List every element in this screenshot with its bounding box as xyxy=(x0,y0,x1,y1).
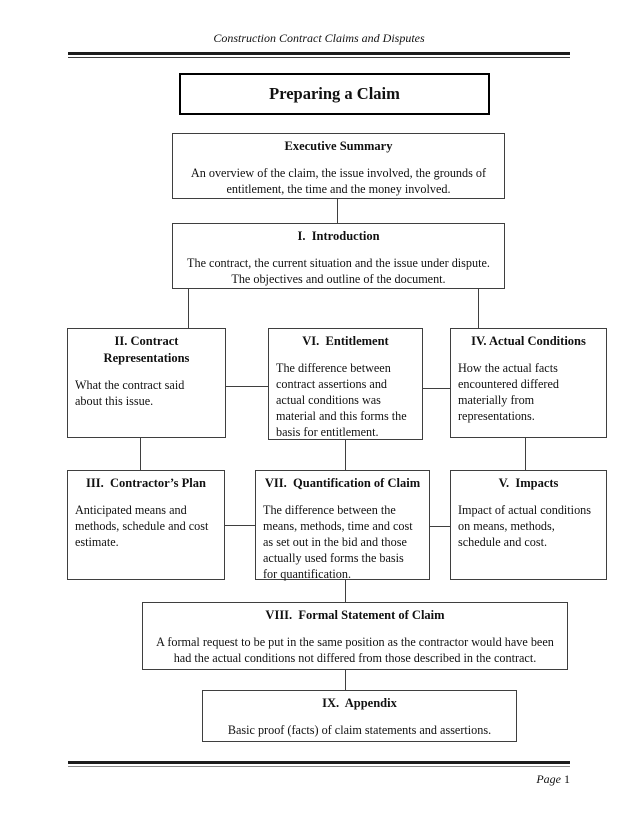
node-introduction: I. Introduction The contract, the curren… xyxy=(172,223,505,289)
connector-intro-to-contract-representations xyxy=(188,289,189,328)
connector-representations-to-plan xyxy=(140,438,141,470)
connector-exec-to-intro xyxy=(337,199,338,223)
node-body: Anticipated means and methods, schedule … xyxy=(75,503,209,549)
node-contractors-plan: III. Contractor’s Plan Anticipated means… xyxy=(67,470,225,580)
diagram-title-box: Preparing a Claim xyxy=(179,73,490,115)
node-heading: Executive Summary xyxy=(284,139,393,153)
node-entitlement: VI. Entitlement The difference between c… xyxy=(268,328,423,440)
node-impacts: V. Impacts Impact of actual conditions o… xyxy=(450,470,607,580)
connector-representations-to-entitlement xyxy=(226,386,268,387)
footer-double-rule xyxy=(68,761,570,767)
diagram-title: Preparing a Claim xyxy=(269,84,400,103)
connector-quantification-to-impacts xyxy=(430,526,450,527)
connector-entitlement-to-actual-conditions xyxy=(423,388,450,389)
node-heading: IV. Actual Conditions xyxy=(471,334,586,348)
page-number-label: Page xyxy=(536,772,561,786)
node-body: The contract, the current situation and … xyxy=(187,256,490,286)
connector-quantification-to-formal-statement xyxy=(345,580,346,602)
header-double-rule xyxy=(68,52,570,58)
node-body: The difference between contract assertio… xyxy=(276,361,407,439)
connector-plan-to-quantification xyxy=(225,525,255,526)
node-heading: I. Introduction xyxy=(297,229,380,243)
node-actual-conditions: IV. Actual Conditions How the actual fac… xyxy=(450,328,607,438)
page-number-value: 1 xyxy=(564,772,570,786)
connector-conditions-to-impacts xyxy=(525,438,526,470)
node-formal-statement-of-claim: VIII. Formal Statement of Claim A formal… xyxy=(142,602,568,670)
running-header: Construction Contract Claims and Dispute… xyxy=(213,31,425,45)
node-heading: V. Impacts xyxy=(498,476,559,490)
node-heading: II. Contract Representations xyxy=(103,334,190,365)
node-body: What the contract said about this issue. xyxy=(75,378,185,408)
node-body: An overview of the claim, the issue invo… xyxy=(190,166,487,196)
node-executive-summary: Executive Summary An overview of the cla… xyxy=(172,133,505,199)
node-heading: VII. Quantification of Claim xyxy=(264,476,421,490)
node-body: Impact of actual conditions on means, me… xyxy=(458,503,592,549)
node-body: A formal request to be put in the same p… xyxy=(156,635,554,665)
node-heading: VI. Entitlement xyxy=(302,334,389,348)
node-heading: IX. Appendix xyxy=(322,696,397,710)
node-heading: VIII. Formal Statement of Claim xyxy=(265,608,445,622)
node-quantification-of-claim: VII. Quantification of Claim The differe… xyxy=(255,470,430,581)
node-appendix: IX. Appendix Basic proof (facts) of clai… xyxy=(202,690,517,742)
node-body: The difference between the means, method… xyxy=(263,503,413,581)
connector-formal-statement-to-appendix xyxy=(345,670,346,690)
node-body: How the actual facts encountered differe… xyxy=(458,361,559,423)
node-body: Basic proof (facts) of claim statements … xyxy=(227,723,492,737)
node-contract-representations: II. Contract Representations What the co… xyxy=(67,328,226,438)
connector-entitlement-to-quantification xyxy=(345,440,346,470)
connector-intro-to-actual-conditions xyxy=(478,289,479,328)
node-heading: III. Contractor’s Plan xyxy=(86,476,206,490)
